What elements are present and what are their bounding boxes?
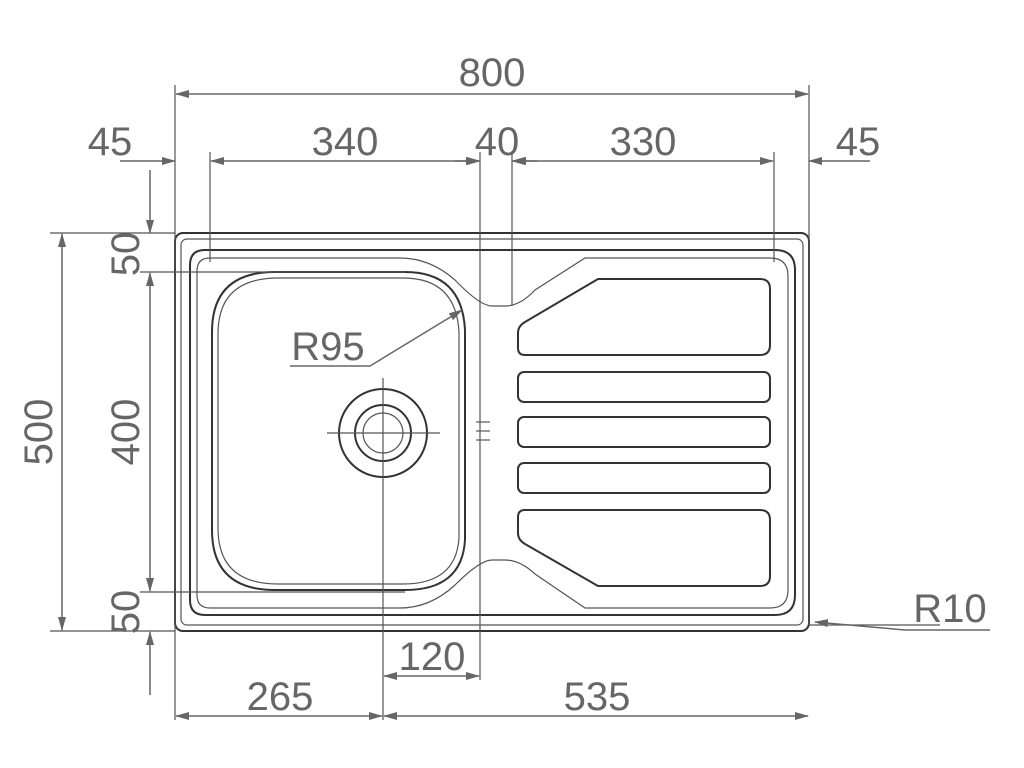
drainer-rib <box>517 416 771 448</box>
drainer-rib-top <box>517 278 771 356</box>
label-corner-radius: R10 <box>913 587 986 631</box>
sink-inner-outline <box>180 238 804 626</box>
label-divider-width: 40 <box>475 120 520 164</box>
extension-lines <box>50 85 940 720</box>
drainer-ribs <box>517 278 771 587</box>
sink-bowl <box>211 271 466 591</box>
sink-outer-outline <box>174 232 810 632</box>
sink-bowl-inner <box>217 277 460 585</box>
label-bottom-margin: 50 <box>104 590 148 635</box>
leader-corner-radius-diag <box>814 619 906 631</box>
dimension-labels: 800 45 340 40 330 45 500 50 400 50 R95 R… <box>17 51 987 719</box>
label-drain-to-right: 535 <box>564 675 631 719</box>
sink-rim-inner <box>196 257 789 609</box>
sink-rim <box>189 249 796 616</box>
label-left-to-drain: 265 <box>247 675 314 719</box>
dimension-lines <box>58 90 990 720</box>
label-bowl-radius: R95 <box>291 325 364 369</box>
leader-bowl-radius-diag <box>369 309 463 367</box>
drainer-rib <box>517 371 771 403</box>
label-bowl-height: 400 <box>104 399 148 466</box>
label-drain-to-divider: 120 <box>399 635 466 679</box>
label-left-margin: 45 <box>88 120 133 164</box>
label-overall-height: 500 <box>17 399 61 466</box>
label-bowl-width: 340 <box>312 120 379 164</box>
label-overall-width: 800 <box>459 51 526 95</box>
label-top-margin: 50 <box>104 232 148 277</box>
drainer-rib-bottom <box>517 509 771 587</box>
label-right-margin: 45 <box>836 120 881 164</box>
label-drainer-width: 330 <box>610 120 677 164</box>
sink-body <box>174 232 810 632</box>
overflow-marks <box>476 421 490 441</box>
drainer-rib <box>517 462 771 494</box>
